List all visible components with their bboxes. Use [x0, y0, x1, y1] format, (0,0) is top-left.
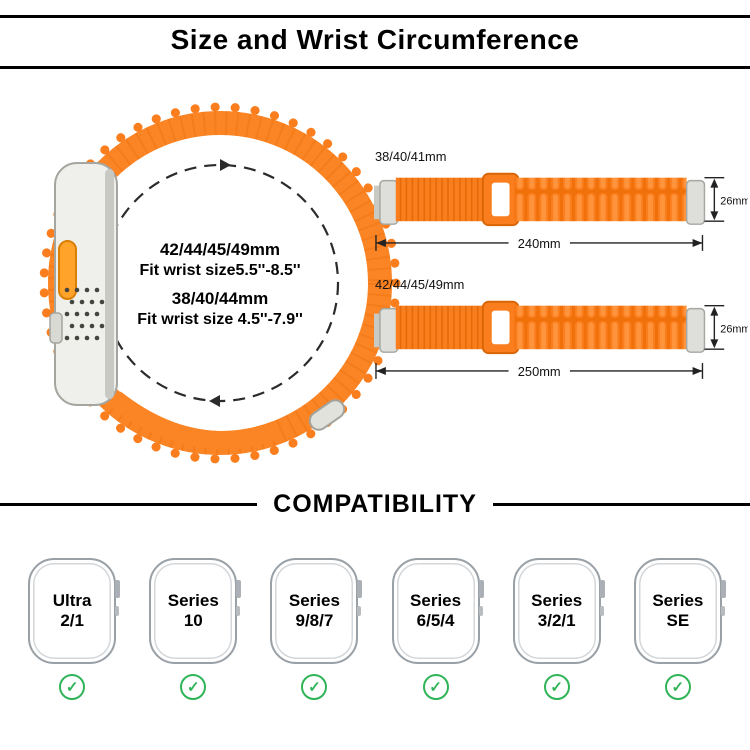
watch-outline: Series 9/8/7	[270, 558, 363, 664]
left-adapter	[373, 307, 399, 353]
length-label-gap	[508, 361, 570, 381]
band-clasp	[308, 399, 346, 431]
divider-under-title	[0, 66, 750, 69]
model-series-10: Series 10 ✓	[140, 558, 246, 700]
left-adapter	[373, 179, 399, 225]
loop-band-texture	[48, 111, 392, 455]
check-icon: ✓	[422, 674, 449, 700]
width-arrow-up	[710, 306, 719, 316]
watch-outline: Series 3/2/1	[512, 558, 605, 664]
divider-left	[0, 503, 258, 506]
divider-top	[0, 15, 750, 18]
strap-smooth-section	[395, 177, 487, 222]
speaker-holes	[64, 287, 105, 341]
watch-outline: Ultra 2/1	[28, 558, 121, 664]
check-icon: ✓	[59, 674, 86, 700]
watch-outline: Series 6/5/4	[391, 558, 484, 664]
length-arrow-left	[375, 239, 386, 247]
band-size-label: 42/44/45/49mm	[375, 277, 464, 292]
band-length-label: 240mm	[518, 236, 561, 251]
model-label: Series 9/8/7	[288, 591, 340, 630]
width-arrow-down	[710, 339, 719, 349]
band-size-label: 38/40/41mm	[375, 149, 446, 164]
action-button	[58, 240, 77, 300]
model-series-987: Series 9/8/7 ✓	[261, 558, 367, 700]
model-series-321: Series 3/2/1 ✓	[504, 558, 610, 700]
watch-screen-edge	[105, 169, 114, 399]
g-hook-buckle	[481, 300, 520, 355]
loop-scallop-edge	[39, 102, 401, 464]
loop-size-line2: Fit wrist size5.5''-8.5''	[139, 262, 300, 279]
model-label: Series 10	[167, 591, 219, 630]
width-arrow-down	[710, 211, 719, 221]
model-series-se: Series SE ✓	[625, 558, 731, 700]
length-arrow-left	[375, 367, 386, 375]
loop-size-line3: 38/40/44mm	[172, 289, 268, 308]
g-hook-buckle	[481, 172, 520, 227]
check-icon: ✓	[301, 674, 328, 700]
band-width-label: 26mm	[720, 195, 748, 207]
check-icon: ✓	[664, 674, 691, 700]
length-arrow-right	[692, 239, 703, 247]
model-label: Series 6/5/4	[410, 591, 462, 630]
length-arrow-right	[692, 367, 703, 375]
watch-side-view	[49, 162, 118, 406]
band-tail	[108, 391, 279, 450]
length-label-gap	[508, 233, 570, 253]
strap-ridged-section	[514, 305, 687, 350]
model-series-654: Series 6/5/4 ✓	[383, 558, 489, 700]
digital-crown	[49, 312, 63, 344]
band-width-label: 26mm	[720, 323, 748, 335]
width-arrow-up	[710, 178, 719, 188]
watch-outline: Series 10	[149, 558, 242, 664]
page-title: Size and Wrist Circumference	[170, 24, 580, 55]
watch-outline: Series SE	[633, 558, 726, 664]
right-adapter	[685, 179, 706, 225]
compatibility-header: COMPATIBILITY	[0, 490, 750, 519]
compatible-models-row: Ultra 2/1 ✓ Series 10 ✓ Series 9/8/7	[0, 558, 750, 700]
compatibility-title: COMPATIBILITY	[273, 490, 477, 518]
loop-inner-area	[73, 136, 367, 430]
arrow-bottom	[209, 395, 220, 407]
model-label: Ultra 2/1	[52, 591, 92, 630]
strap-ridged-section	[514, 177, 687, 222]
strap-smooth-section	[395, 305, 487, 350]
divider-right	[492, 503, 750, 506]
band-diagram-small: 38/40/41mm 26mm 240mm	[373, 149, 748, 253]
watch-loop-illustration: 42/44/45/49mm Fit wrist size5.5''-8.5'' …	[39, 102, 401, 464]
check-icon: ✓	[180, 674, 207, 700]
loop-size-line4: Fit wrist size 4.5''-7.9''	[137, 311, 303, 328]
band-diagram-large: 42/44/45/49mm 26mm 250mm	[373, 277, 748, 381]
model-label: Series 3/2/1	[531, 591, 583, 630]
check-icon: ✓	[543, 674, 570, 700]
arrow-top	[220, 159, 231, 171]
right-adapter	[685, 307, 706, 353]
band-length-label: 250mm	[518, 364, 561, 379]
model-ultra: Ultra 2/1 ✓	[19, 558, 125, 700]
loop-size-line1: 42/44/45/49mm	[160, 240, 280, 259]
model-label: Series SE	[652, 591, 704, 630]
